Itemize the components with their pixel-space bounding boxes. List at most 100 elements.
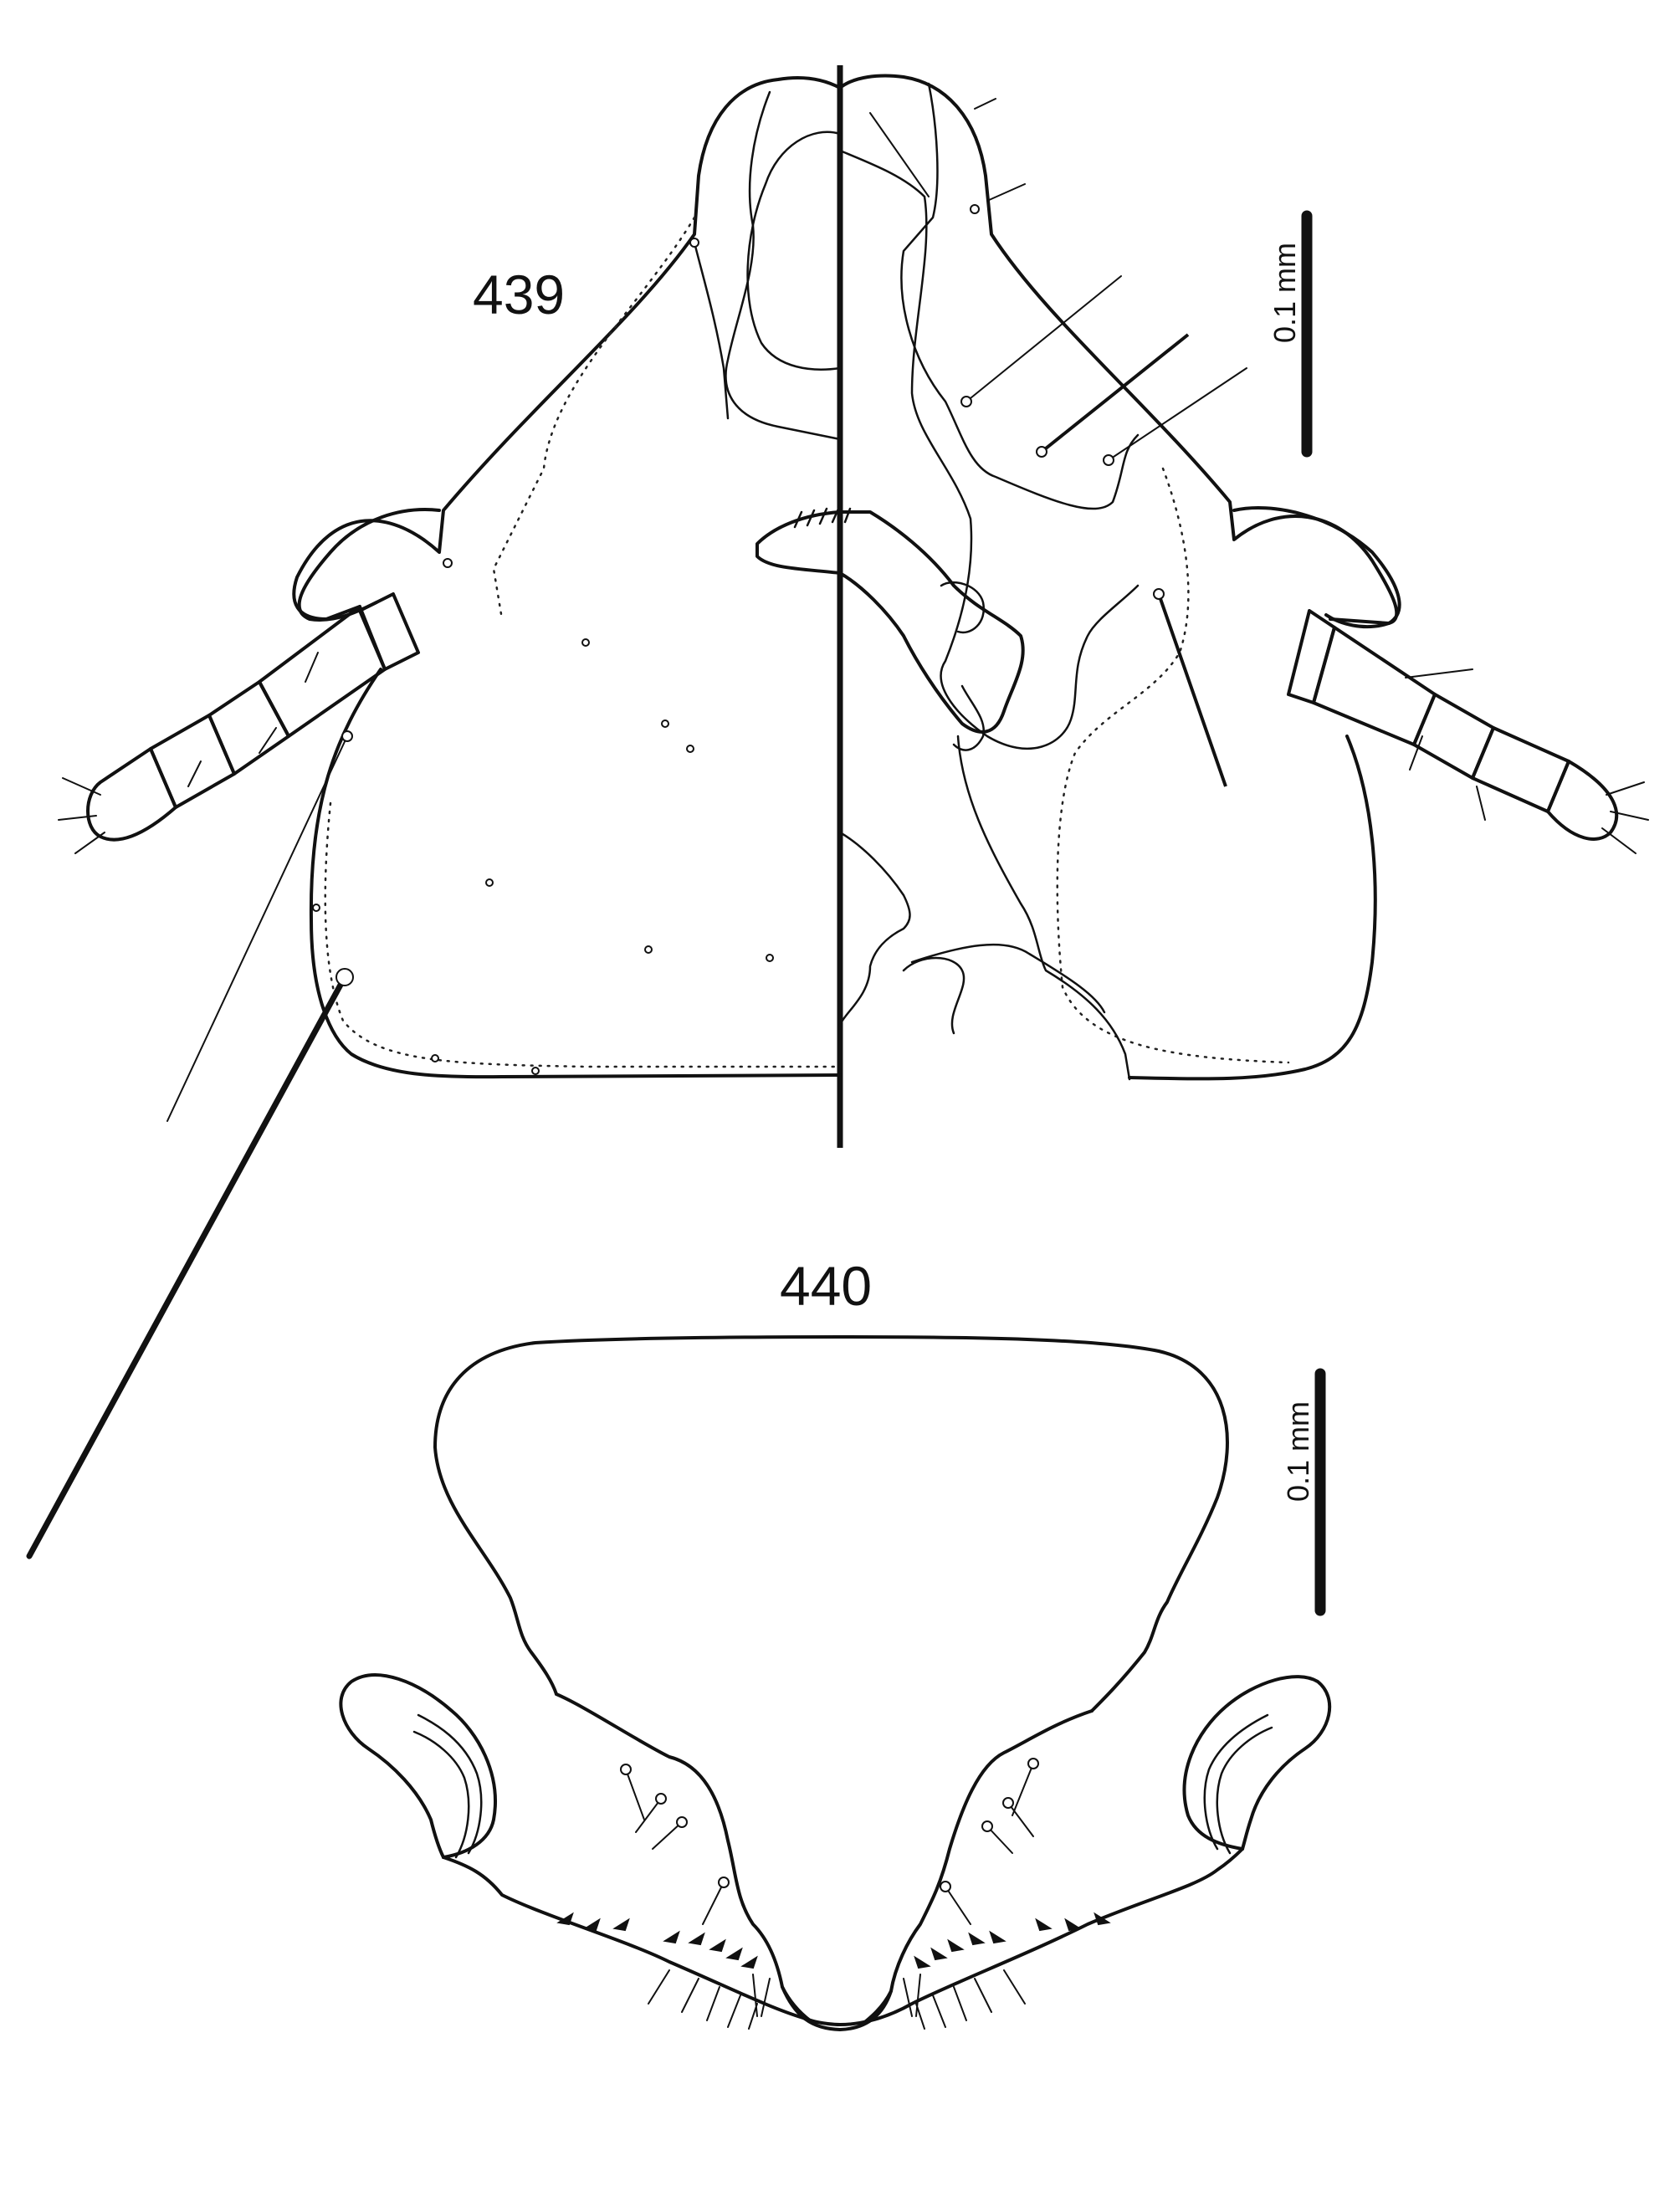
right-antenna-segment-2 xyxy=(1312,626,1437,746)
long-seta-ventral-1 xyxy=(965,275,1122,402)
maxilla-lobe xyxy=(838,831,1106,1035)
spinule xyxy=(968,1932,986,1946)
seta-socket xyxy=(341,730,353,742)
right-antenna-apical-segment xyxy=(1546,760,1619,841)
left-antenna-setae xyxy=(58,652,319,854)
labium-bottom-margin xyxy=(442,1847,1244,2026)
labium-lobes xyxy=(555,1692,1094,2026)
pore xyxy=(531,1067,540,1075)
right-antenna-segment-3 xyxy=(1412,693,1495,780)
seta xyxy=(652,1821,683,1850)
labium-median-notch xyxy=(781,1985,893,2031)
figure-439-number: 439 xyxy=(473,264,565,325)
spinule xyxy=(663,1930,680,1944)
seta-socket xyxy=(1153,588,1165,600)
pore xyxy=(431,1054,439,1062)
head-capsule-dorsal-outline xyxy=(292,76,842,1079)
left-antenna xyxy=(58,508,441,854)
right-labial-palp-inner xyxy=(1203,1713,1273,1855)
right-labial-palp xyxy=(1182,1675,1332,1851)
seta-socket xyxy=(689,238,699,248)
antennal-socket-dorsal xyxy=(746,131,842,371)
pore xyxy=(644,945,653,954)
spinule xyxy=(725,1947,743,1961)
figure-439: 439 xyxy=(26,65,1649,1559)
seta-frontal-1 xyxy=(869,98,1026,202)
pore xyxy=(661,719,669,728)
seta-socket xyxy=(1036,446,1047,458)
seta xyxy=(702,1882,725,1925)
long-seta-genal xyxy=(166,735,348,1122)
left-antenna-basal-lobe xyxy=(297,508,441,622)
right-antenna-basal-lobe xyxy=(1232,506,1401,629)
seta xyxy=(625,1769,645,1820)
scale-bar-label: 0.1 mm xyxy=(1281,1401,1315,1502)
spinule xyxy=(989,1930,1006,1944)
long-seta-ventral-2 xyxy=(1040,333,1190,453)
pore xyxy=(686,745,694,753)
seta-socket xyxy=(1103,454,1114,466)
ventral-sclerite-upper xyxy=(838,149,1140,750)
long-seta-ventral-4 xyxy=(1157,593,1227,787)
seta xyxy=(945,1886,971,1925)
spinule xyxy=(1035,1918,1053,1932)
spinule xyxy=(556,1912,574,1926)
figure-439-scale-bar: 0.1 mm xyxy=(1268,210,1313,458)
seta-socket xyxy=(1027,1758,1039,1769)
spinule xyxy=(740,1955,758,1969)
seta xyxy=(1007,1802,1034,1837)
spinule xyxy=(688,1932,705,1946)
mentum-plate xyxy=(433,1335,1229,1713)
figure-440-scale-bar: 0.1 mm xyxy=(1281,1368,1326,1616)
ventral-inner-dotted xyxy=(1056,467,1290,1064)
figure-440-number: 440 xyxy=(780,1255,872,1317)
left-labial-palp xyxy=(339,1673,497,1859)
seta-socket xyxy=(718,1877,730,1888)
head-capsule-ventral-outline xyxy=(838,74,1399,1081)
mandible-teeth xyxy=(793,505,852,529)
labium-spinules xyxy=(556,1912,1111,1969)
long-seta-ventral-3 xyxy=(1108,367,1247,461)
spinule xyxy=(612,1918,630,1932)
spinule xyxy=(930,1947,948,1961)
mandible-articulation xyxy=(940,581,986,751)
seta-sockets xyxy=(312,204,1165,1075)
seta xyxy=(635,1798,662,1833)
spinule xyxy=(583,1918,601,1932)
seta-socket xyxy=(981,1820,993,1832)
labium-setae xyxy=(620,1758,1039,1925)
frons-suture xyxy=(725,90,842,441)
seta-socket xyxy=(676,1816,688,1828)
seta-socket xyxy=(970,204,980,214)
figure-440: 440 xyxy=(339,1255,1332,2031)
seta-socket xyxy=(960,396,972,407)
pore xyxy=(485,878,494,887)
right-antenna xyxy=(1232,506,1649,854)
spinule xyxy=(1094,1912,1111,1926)
seta-socket xyxy=(940,1881,951,1892)
scale-bar-label: 0.1 mm xyxy=(1268,243,1302,343)
dorsal-margin-dotted xyxy=(324,216,842,1068)
seta xyxy=(1012,1763,1034,1816)
macroseta-posterolateral xyxy=(26,974,348,1559)
seta xyxy=(986,1825,1013,1854)
spinule xyxy=(709,1938,726,1953)
left-labial-palp-inner xyxy=(412,1713,483,1859)
left-antenna-segment-4 xyxy=(149,714,236,809)
spinule xyxy=(1064,1918,1082,1932)
clypeus-margin xyxy=(693,241,730,420)
pore xyxy=(581,638,590,647)
marginal-setae xyxy=(648,1969,1026,2030)
left-antenna-apical-segment xyxy=(86,747,177,842)
spinule xyxy=(947,1938,965,1953)
seta-socket xyxy=(335,968,354,986)
ventral-sclerite-inner xyxy=(900,82,1140,510)
maxilla-outline xyxy=(956,735,1131,1081)
seta-socket xyxy=(655,1793,667,1805)
right-antenna-setae xyxy=(1405,668,1649,854)
mandible xyxy=(755,510,1025,734)
seta-socket xyxy=(620,1764,632,1775)
seta-socket xyxy=(1002,1797,1014,1809)
pore xyxy=(766,954,774,962)
